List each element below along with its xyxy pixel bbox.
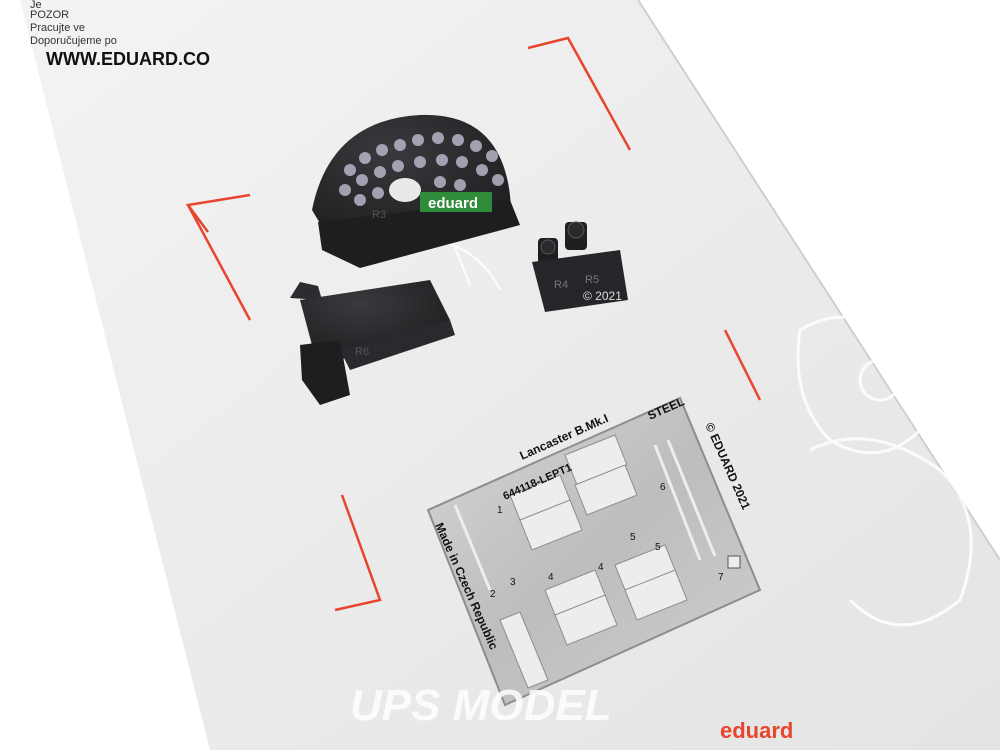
rod-parts bbox=[453, 439, 717, 591]
knob-dial bbox=[540, 239, 556, 255]
header-line: Je bbox=[30, 0, 42, 11]
part-number: 4 bbox=[548, 572, 554, 583]
panel-cutout bbox=[389, 178, 421, 202]
copyright-mark: © 2021 bbox=[583, 289, 622, 303]
card-header: Je POZOR Pracujte ve Doporučujeme po WWW… bbox=[30, 0, 210, 69]
frame-corner-top-right bbox=[527, 36, 632, 151]
header-line: POZOR bbox=[30, 9, 69, 21]
part-number: 6 bbox=[660, 482, 666, 493]
part-label-r4: R4 bbox=[554, 279, 568, 291]
part-number: 5 bbox=[630, 532, 636, 543]
seat-lever bbox=[290, 282, 322, 300]
header-line: Doporučujeme po bbox=[30, 35, 117, 47]
gauge-cluster bbox=[339, 132, 504, 206]
part-number: 3 bbox=[510, 577, 516, 588]
frame-side-left bbox=[186, 204, 252, 321]
part-number: 1 bbox=[497, 505, 503, 516]
part-7 bbox=[727, 555, 741, 569]
panel-brand-label: eduard bbox=[428, 195, 478, 212]
panel-part-label: R3 bbox=[372, 209, 386, 221]
part-number: 2 bbox=[490, 589, 496, 600]
seat-side bbox=[300, 340, 350, 405]
watermark: UPS MODEL bbox=[350, 681, 612, 730]
mascot-sketch bbox=[796, 315, 973, 627]
card-edge bbox=[637, 0, 1000, 561]
instrument-parts bbox=[499, 434, 688, 689]
seat-rail bbox=[340, 320, 455, 370]
control-base bbox=[532, 250, 628, 312]
red-frame bbox=[185, 36, 762, 612]
backing-card bbox=[20, 0, 1000, 750]
knob-dial bbox=[567, 221, 585, 239]
part-label-r5: R5 bbox=[585, 274, 599, 286]
small-control-part: R4 R5 © 2021 bbox=[532, 221, 628, 312]
frame-corner-bottom-left bbox=[334, 494, 382, 612]
part-number: 7 bbox=[718, 572, 724, 583]
panel-brand-strip bbox=[420, 192, 492, 212]
part-number: 4 bbox=[598, 562, 604, 573]
resin-seat: R6 bbox=[290, 280, 455, 405]
panel-base bbox=[318, 200, 520, 268]
seat-part-label: R6 bbox=[355, 346, 369, 358]
part-numbers: 1 2 3 4 4 5 5 6 7 bbox=[490, 482, 724, 600]
seat-back bbox=[300, 280, 450, 360]
website-url: WWW.EDUARD.CO bbox=[46, 49, 210, 69]
part-number: 5 bbox=[655, 542, 661, 553]
instrument-panel: eduard R3 bbox=[312, 114, 520, 268]
header-line: Pracujte ve bbox=[30, 22, 85, 34]
frame-side-right bbox=[723, 329, 762, 401]
footer-brand: eduard bbox=[720, 718, 793, 743]
